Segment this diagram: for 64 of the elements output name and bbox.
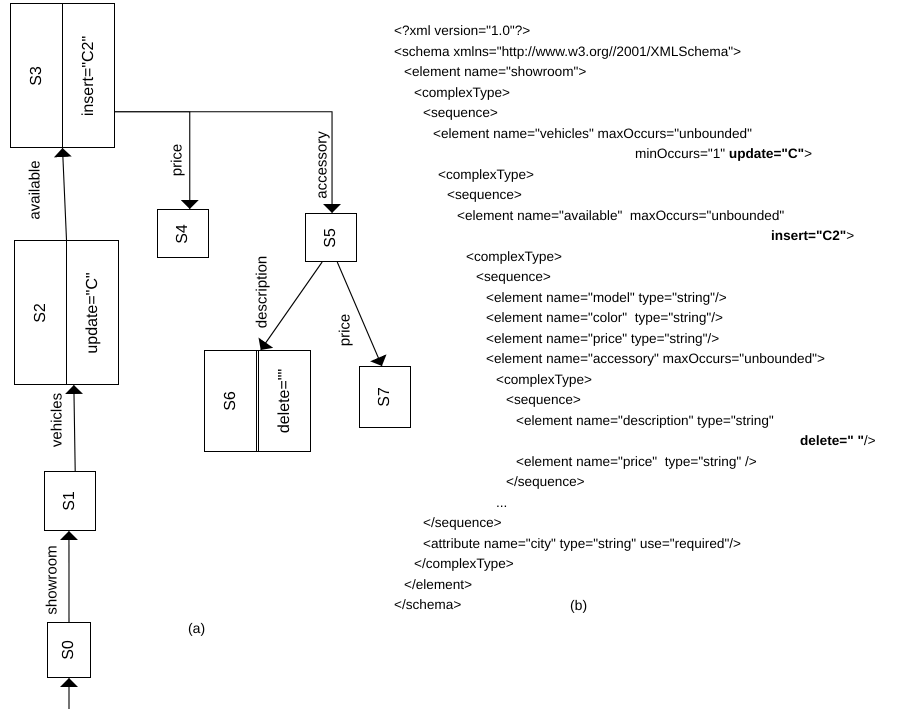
code-line: minOccurs="1" update="C"> <box>635 146 812 162</box>
edge-label: showroom <box>44 545 60 615</box>
code-line: <sequence> <box>423 105 498 121</box>
arrow <box>60 678 78 709</box>
code-line: <complexType> <box>414 84 510 100</box>
annotation-label: insert="C2" <box>80 35 98 116</box>
arrow <box>54 148 72 240</box>
code-line: </sequence> <box>506 474 585 490</box>
code-line: <element name="accessory" maxOccurs="unbounded"> <box>486 351 825 367</box>
arrow <box>258 262 323 350</box>
code-line: <element name="vehicles" maxOccurs="unbounded" <box>433 126 752 142</box>
state-label: S5 <box>322 228 340 248</box>
state-box <box>14 240 119 385</box>
panel-caption: (a) <box>188 620 206 636</box>
state-box <box>157 209 209 258</box>
code-line: <sequence> <box>476 269 551 285</box>
arrow <box>336 262 387 366</box>
state-label: S0 <box>60 640 78 660</box>
code-line: </sequence> <box>423 515 502 531</box>
arrow <box>65 385 83 471</box>
code-line: </schema> <box>394 597 462 613</box>
edge-label: vehicles <box>48 392 66 448</box>
state-box <box>359 366 411 428</box>
code-line: <element name="showroom"> <box>404 64 586 80</box>
edge-label: price <box>336 314 354 346</box>
code-line: <?xml version="1.0"?> <box>394 23 530 39</box>
state-label: S6 <box>222 391 240 411</box>
state-box <box>10 3 115 148</box>
state-box <box>44 471 96 531</box>
code-line: <schema xmlns="http://www.w3.org//2001/XMLSchema"> <box>394 44 742 60</box>
annotation-label: update="C" <box>84 272 102 354</box>
code-line: <complexType> <box>496 372 592 388</box>
code-line: <sequence> <box>447 187 522 203</box>
code-line: <complexType> <box>438 166 534 182</box>
code-line: insert="C2"> <box>771 228 854 244</box>
edge-label: price <box>168 144 186 176</box>
state-label: S3 <box>28 66 46 86</box>
edge-label: available <box>26 160 44 220</box>
edge-label: description <box>254 256 270 328</box>
code-line: </complexType> <box>414 556 514 572</box>
arrow <box>115 111 342 213</box>
arrow <box>60 531 78 622</box>
code-line: delete=" "/> <box>800 433 876 449</box>
annotation-label: delete="" <box>276 368 294 434</box>
code-line: </element> <box>404 576 472 592</box>
code-line: <complexType> <box>466 248 562 264</box>
state-box <box>305 213 357 262</box>
state-label: S2 <box>32 302 50 322</box>
code-line: <sequence> <box>506 392 581 408</box>
state-label: S4 <box>174 224 192 244</box>
code-line: <element name="model" type="string"/> <box>486 290 727 306</box>
state-box <box>204 350 311 452</box>
panel-caption: (b) <box>570 597 588 613</box>
code-line: <element name="color" type="string"/> <box>486 310 723 326</box>
code-line: <attribute name="city" type="string" use="required"/> <box>423 536 741 552</box>
code-line: <element name="price" type="string"/> <box>486 330 720 346</box>
state-box <box>47 622 91 678</box>
code-line: ... <box>496 494 508 510</box>
code-line: <element name="description" type="string" <box>516 412 774 428</box>
edge-label: accessory <box>314 131 330 199</box>
code-line: <element name="price" type="string" /> <box>516 454 757 470</box>
state-label: S7 <box>376 387 394 407</box>
state-label: S1 <box>61 491 79 511</box>
code-line: <element name="available" maxOccurs="unbounded" <box>457 208 784 224</box>
